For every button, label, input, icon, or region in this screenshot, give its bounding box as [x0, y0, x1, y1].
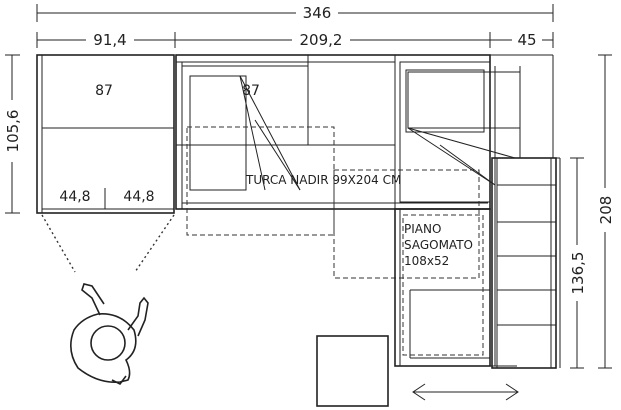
overall-width-label: 346	[303, 4, 332, 22]
right-lower-depth-label: 136,5	[569, 252, 587, 295]
piano-line2-label: SAGOMATO	[404, 238, 473, 252]
overall-width-dimension: 346	[36, 2, 554, 22]
upper-bed-structure	[175, 54, 491, 210]
person-figure-icon	[70, 283, 149, 386]
left-depth-label: 105,6	[4, 110, 22, 153]
left-bottom-b-label: 44,8	[123, 189, 154, 205]
bed-top-width-label: 87	[242, 83, 260, 99]
wardrobe-door-swing	[41, 214, 175, 273]
middle-width-label: 209,2	[300, 31, 343, 49]
bed-note-label: TURCA NADIR 99X204 CM	[245, 173, 401, 187]
left-wardrobe-module: 87 44,8 44,8	[36, 54, 175, 214]
segment-width-dimensions: 91,4 209,2 45	[36, 30, 554, 50]
staircase	[491, 157, 561, 369]
right-width-label: 45	[517, 31, 536, 49]
slide-direction-arrow	[412, 383, 519, 401]
left-bottom-a-label: 44,8	[59, 189, 90, 205]
right-tower-module	[399, 54, 554, 366]
piano-line3-label: 108x52	[404, 254, 449, 268]
left-width-label: 91,4	[93, 31, 126, 49]
right-lower-depth-dimension: 136,5	[567, 157, 587, 369]
left-depth-dimension: 105,6	[2, 54, 22, 214]
piano-line1-label: PIANO	[404, 222, 441, 236]
dashed-bed-outline	[186, 126, 480, 279]
stool-square	[316, 335, 389, 407]
right-total-depth-dimension: 208	[594, 54, 616, 369]
right-total-depth-label: 208	[597, 196, 615, 225]
left-top-width-label: 87	[95, 83, 113, 99]
